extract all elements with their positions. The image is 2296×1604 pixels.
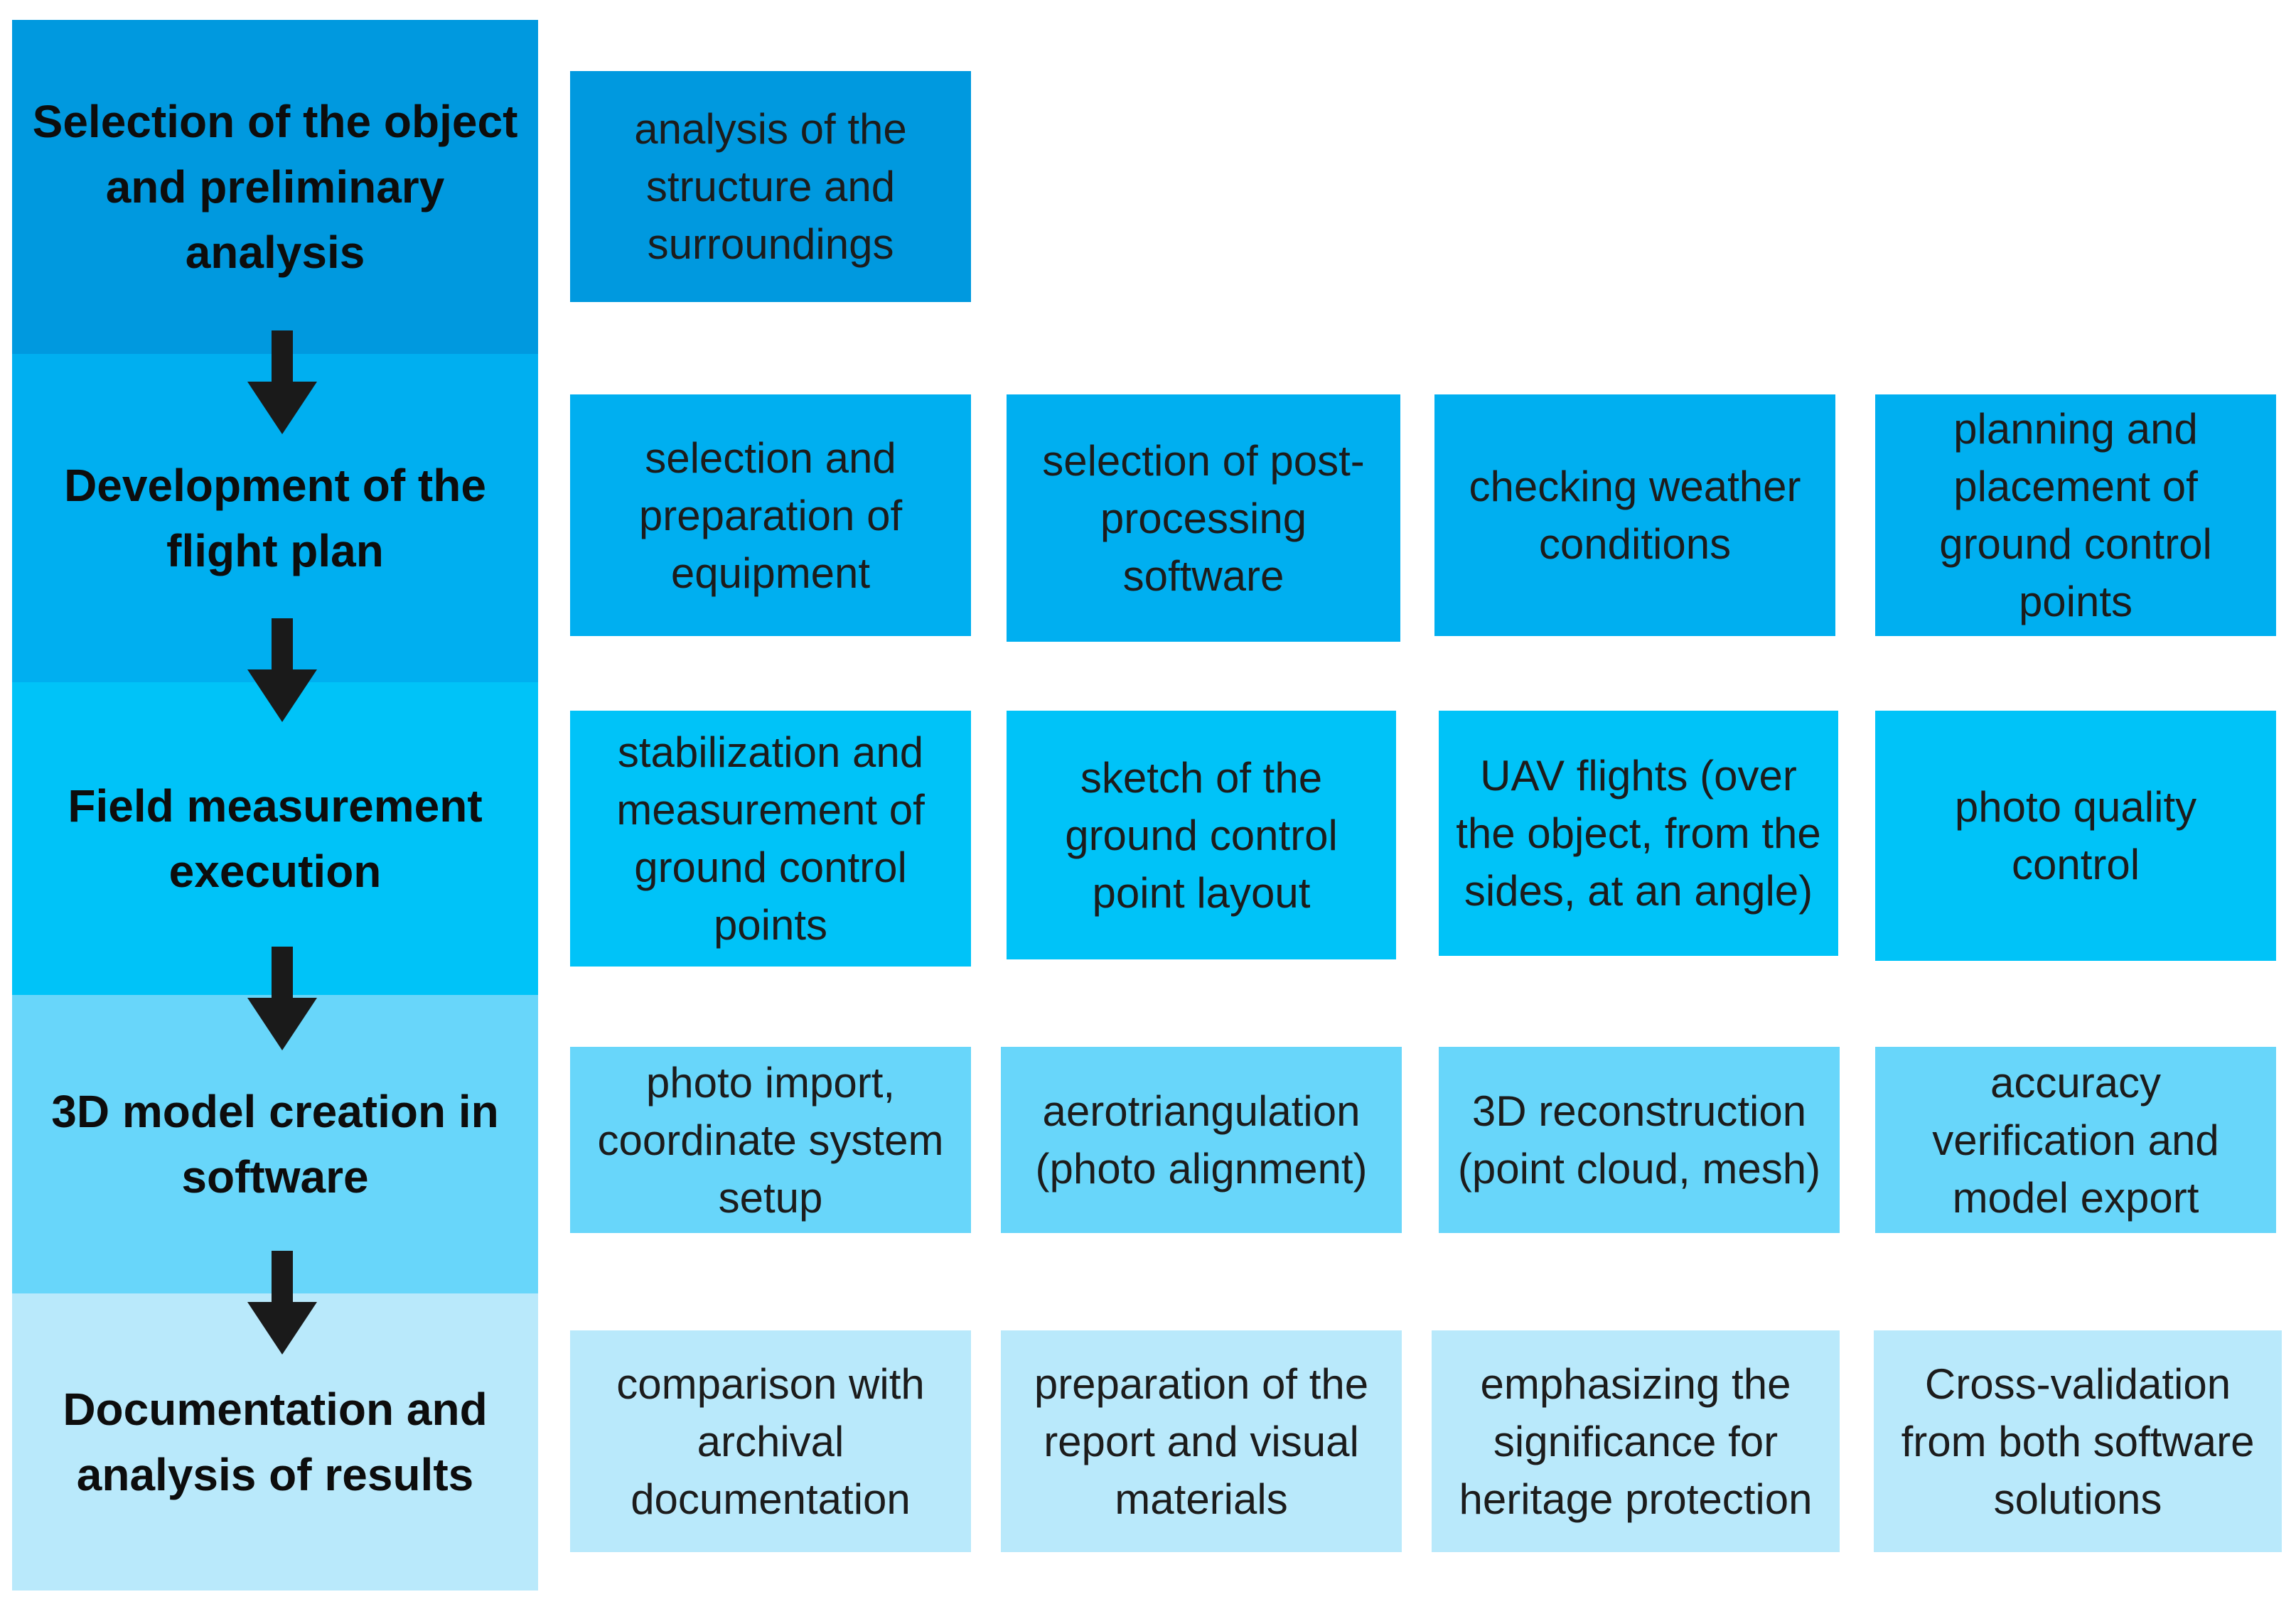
task-box: checking weather conditions: [1434, 394, 1835, 636]
task-label: Cross-validation from both software solu…: [1901, 1360, 2255, 1523]
stage-label: Development of the flight plan: [64, 460, 486, 576]
down-arrow-icon: [247, 1251, 317, 1355]
stage-label: Documentation and analysis of results: [63, 1384, 488, 1500]
task-label: 3D reconstruction (point cloud, mesh): [1457, 1087, 1821, 1193]
task-label: selection of post-processing software: [1042, 436, 1365, 600]
task-label: comparison with archival documentation: [616, 1360, 925, 1523]
stage-label: Selection of the object and preliminary …: [32, 96, 518, 278]
task-box: stabilization and measurement of ground …: [570, 711, 971, 967]
task-box: emphasizing the significance for heritag…: [1432, 1330, 1840, 1552]
task-label: analysis of the structure and surroundin…: [634, 105, 907, 268]
stage-3d-model: 3D model creation in software: [12, 995, 538, 1293]
task-box: preparation of the report and visual mat…: [1001, 1330, 1402, 1552]
task-label: emphasizing the significance for heritag…: [1459, 1360, 1813, 1523]
task-box: UAV flights (over the object, from the s…: [1439, 711, 1838, 956]
task-label: aerotriangulation (photo alignment): [1035, 1087, 1368, 1193]
down-arrow-icon: [247, 330, 317, 434]
task-label: stabilization and measurement of ground …: [616, 728, 925, 949]
stage-label: Field measurement execution: [68, 780, 483, 897]
task-label: accuracy verification and model export: [1932, 1058, 2219, 1222]
task-label: preparation of the report and visual mat…: [1034, 1360, 1369, 1523]
task-label: photo import, coordinate system setup: [597, 1058, 944, 1222]
task-box: photo import, coordinate system setup: [570, 1047, 971, 1233]
down-arrow-icon: [247, 947, 317, 1050]
task-box: planning and placement of ground control…: [1875, 394, 2276, 636]
task-label: sketch of the ground control point layou…: [1065, 753, 1338, 917]
task-box: Cross-validation from both software solu…: [1874, 1330, 2282, 1552]
task-box: comparison with archival documentation: [570, 1330, 971, 1552]
task-box: selection of post-processing software: [1007, 394, 1400, 642]
task-label: photo quality control: [1954, 783, 2197, 888]
task-label: checking weather conditions: [1469, 463, 1801, 568]
stage-field-measurement: Field measurement execution: [12, 682, 538, 995]
down-arrow-icon: [247, 618, 317, 722]
task-box: accuracy verification and model export: [1875, 1047, 2276, 1233]
task-box: aerotriangulation (photo alignment): [1001, 1047, 1402, 1233]
task-box: analysis of the structure and surroundin…: [570, 71, 971, 302]
task-label: selection and preparation of equipment: [638, 434, 903, 597]
task-box: sketch of the ground control point layou…: [1007, 711, 1396, 959]
stage-selection: Selection of the object and preliminary …: [12, 20, 538, 354]
stage-label: 3D model creation in software: [51, 1086, 499, 1202]
task-label: planning and placement of ground control…: [1939, 405, 2212, 625]
task-box: photo quality control: [1875, 711, 2276, 961]
task-box: selection and preparation of equipment: [570, 394, 971, 636]
task-box: 3D reconstruction (point cloud, mesh): [1439, 1047, 1840, 1233]
task-label: UAV flights (over the object, from the s…: [1456, 752, 1821, 915]
